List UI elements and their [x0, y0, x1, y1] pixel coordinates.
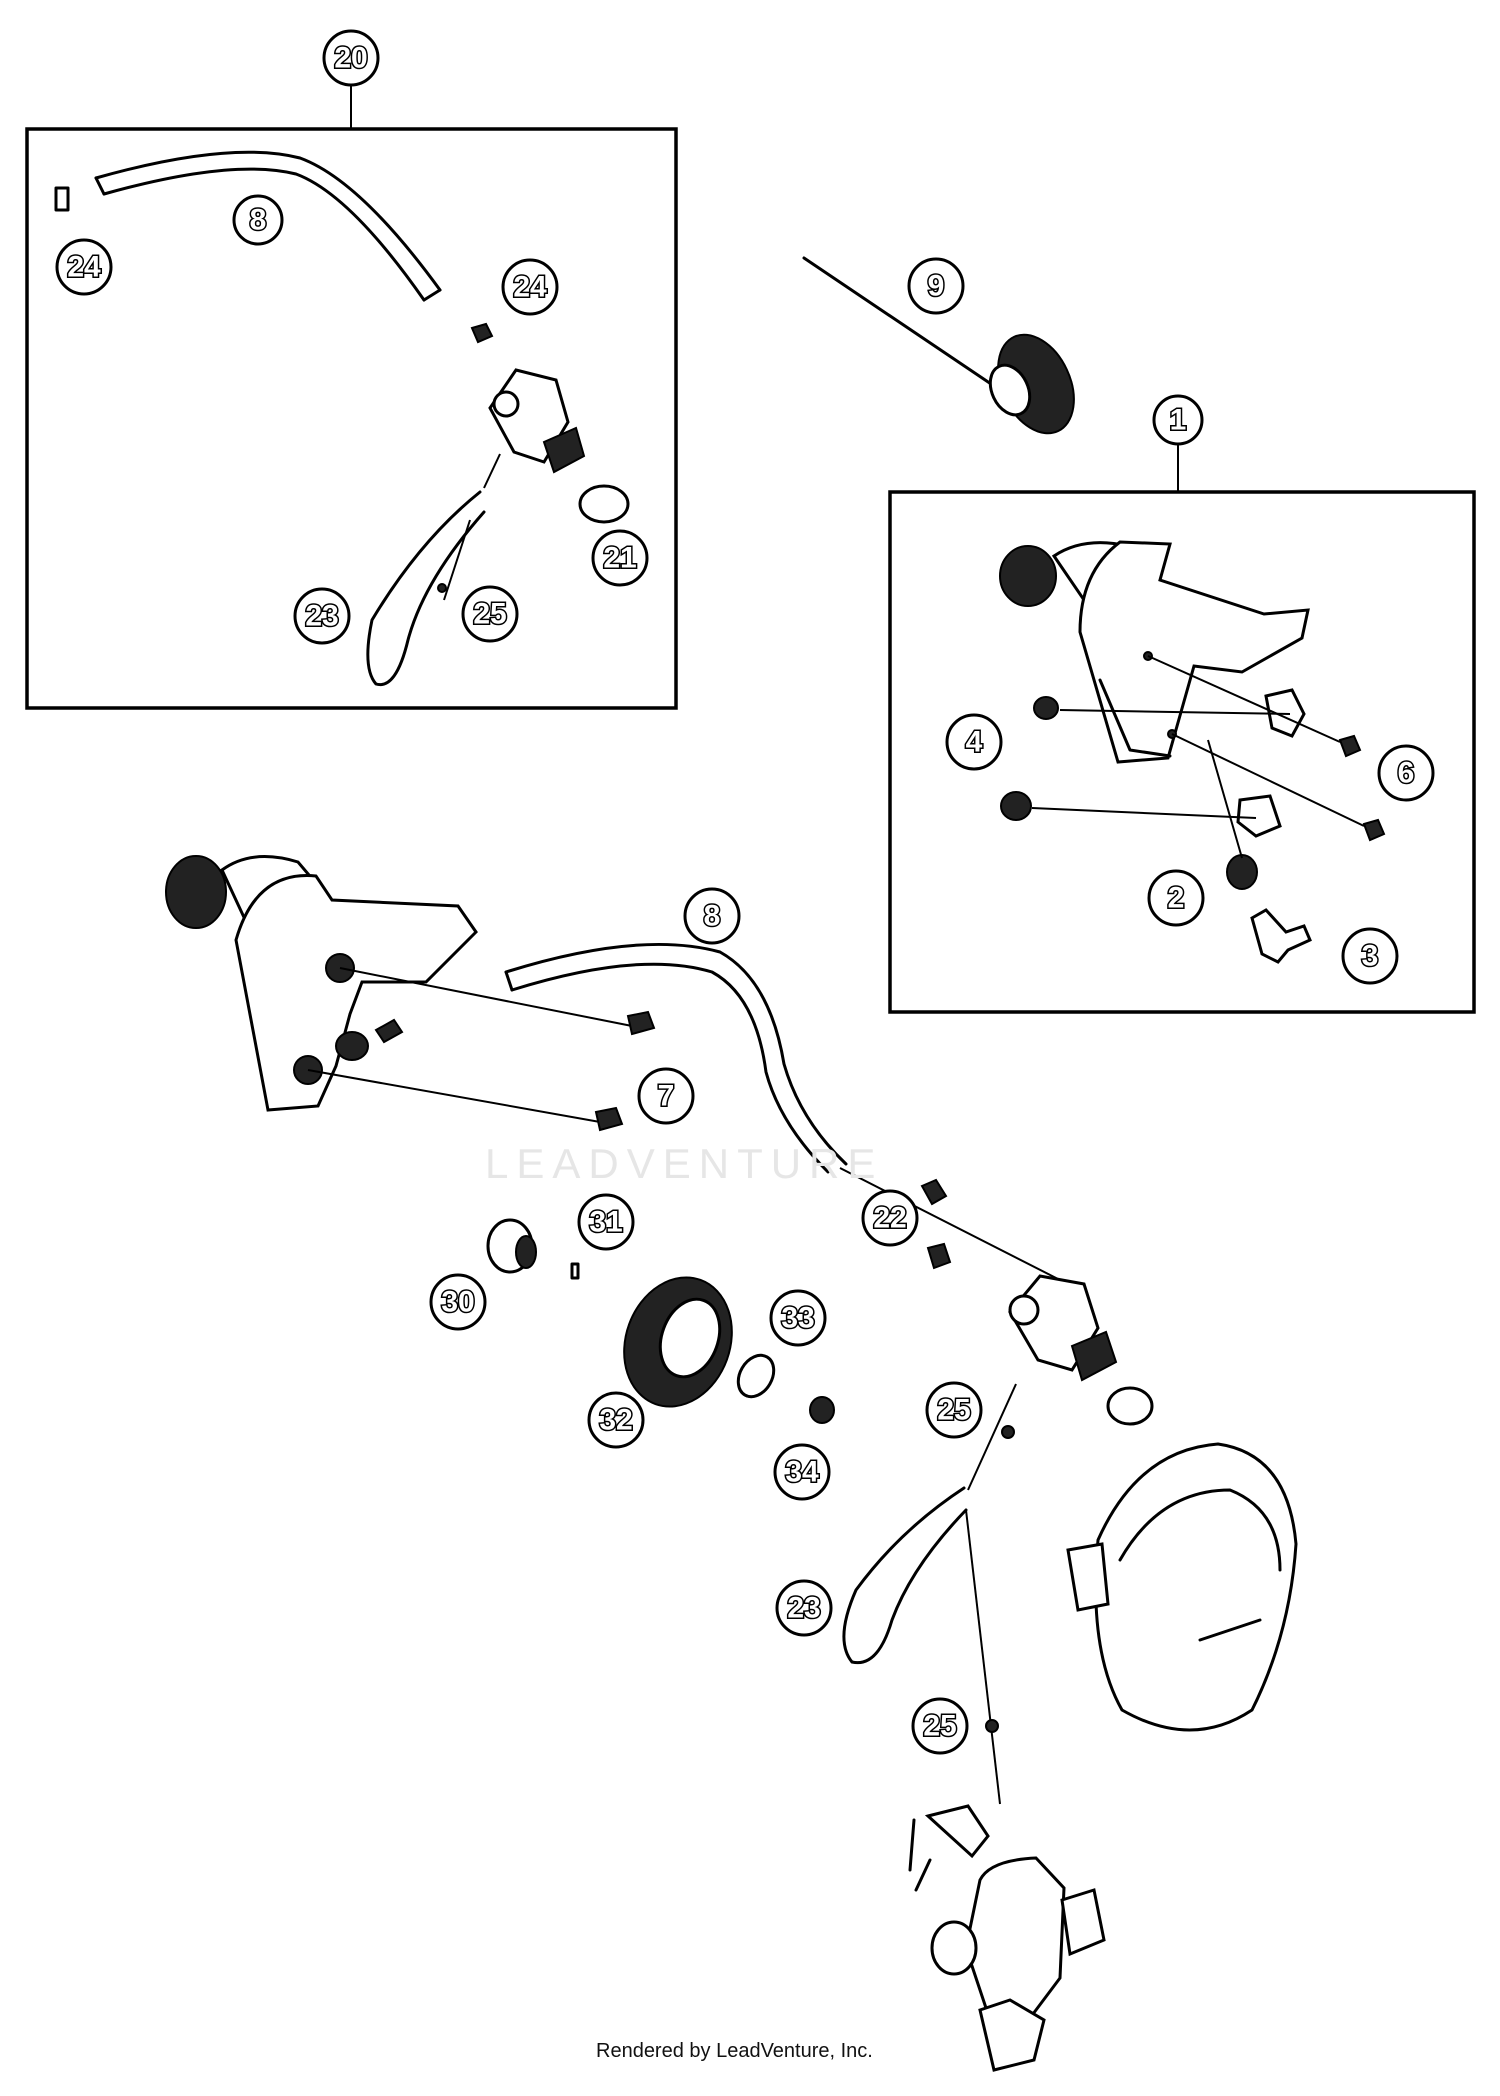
svg-text:2: 2 — [1168, 882, 1185, 915]
svg-text:1: 1 — [1170, 404, 1187, 437]
elbow-fitting-part — [1250, 908, 1312, 964]
svg-text:9: 9 — [928, 270, 945, 303]
callout-3: 3 — [1341, 927, 1399, 985]
fuel-hose-part — [94, 150, 442, 302]
callout-22: 22 — [861, 1189, 919, 1247]
vent-hose-part — [366, 490, 486, 687]
callout-31: 31 — [577, 1193, 635, 1251]
svg-text:34: 34 — [785, 1456, 819, 1489]
callout-8: 8 — [232, 194, 284, 246]
callout-25: 25 — [925, 1381, 983, 1439]
credit-line: Rendered by LeadVenture, Inc. — [596, 2040, 873, 2062]
tank-screws — [307, 967, 656, 1132]
callout-9: 9 — [907, 257, 965, 315]
callout-21: 21 — [591, 529, 649, 587]
callout-32: 32 — [587, 1391, 645, 1449]
callout-4: 4 — [945, 713, 1003, 771]
svg-text:6: 6 — [1398, 757, 1415, 790]
svg-text:32: 32 — [599, 1404, 632, 1437]
vent-hose-main — [842, 1383, 1017, 1805]
o-ring-part — [578, 484, 630, 524]
kit-1-box — [888, 443, 1476, 1014]
fuel-tap-main — [920, 1178, 1154, 1426]
callout-8: 8 — [683, 887, 741, 945]
hose-clip-part — [54, 186, 70, 212]
fuel-cap-main — [623, 1276, 835, 1424]
svg-text:23: 23 — [787, 1592, 820, 1625]
callout-33: 33 — [769, 1289, 827, 1347]
mount-hardware — [1000, 655, 1386, 842]
callout-24: 24 — [55, 238, 113, 296]
callout-34: 34 — [773, 1443, 831, 1501]
svg-text:33: 33 — [781, 1302, 814, 1335]
callout-30: 30 — [429, 1273, 487, 1331]
fuel-tank-main — [165, 855, 478, 1112]
side-cover-part — [1066, 1442, 1298, 1732]
svg-text:24: 24 — [513, 271, 547, 304]
svg-text:4: 4 — [966, 726, 983, 759]
callout-6: 6 — [1377, 744, 1435, 802]
svg-text:8: 8 — [704, 900, 721, 933]
svg-text:8: 8 — [250, 204, 267, 237]
kit-20-box — [25, 78, 678, 710]
callout-20: 20 — [322, 29, 380, 87]
svg-text:25: 25 — [473, 598, 506, 631]
filler-cap-part — [802, 256, 1075, 435]
callout-7: 7 — [637, 1067, 695, 1125]
svg-text:22: 22 — [873, 1202, 906, 1235]
svg-text:25: 25 — [923, 1710, 956, 1743]
cap-seal-part — [486, 1218, 580, 1280]
callout-25: 25 — [911, 1697, 969, 1755]
svg-text:7: 7 — [658, 1080, 675, 1113]
svg-text:21: 21 — [603, 542, 636, 575]
callout-25: 25 — [461, 585, 519, 643]
callout-23: 23 — [775, 1579, 833, 1637]
watermark: LEADVENTURE — [485, 1140, 884, 1187]
grommet-part — [1207, 739, 1258, 890]
svg-text:24: 24 — [67, 251, 101, 284]
fuel-tap-part — [488, 368, 586, 474]
callout-23: 23 — [293, 587, 351, 645]
carburetor-part — [908, 1804, 1106, 2072]
svg-text:20: 20 — [334, 42, 367, 75]
svg-text:31: 31 — [589, 1206, 622, 1239]
callout-24: 24 — [501, 258, 559, 316]
svg-text:3: 3 — [1362, 940, 1379, 973]
hose-clip-part — [470, 322, 494, 344]
callout-1: 1 — [1152, 394, 1204, 446]
fuel-tank-part — [999, 540, 1310, 764]
callout-2: 2 — [1147, 869, 1205, 927]
fuel-hose-main — [504, 942, 1061, 1281]
svg-text:23: 23 — [305, 600, 338, 633]
svg-text:25: 25 — [937, 1394, 970, 1427]
svg-text:30: 30 — [441, 1286, 474, 1319]
